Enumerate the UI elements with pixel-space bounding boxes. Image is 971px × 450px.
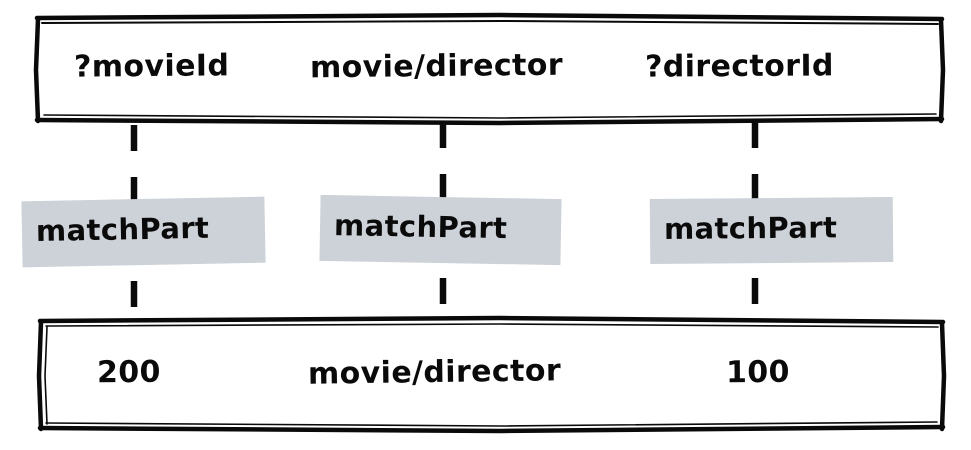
matchpart-label-subject: matchPart <box>21 196 266 268</box>
triple-pattern-box-outline <box>33 12 946 126</box>
datom-cell-value: 100 <box>725 354 790 391</box>
matchpart-label-value: matchPart <box>649 196 894 265</box>
pattern-cell-attribute: movie/director <box>309 47 564 86</box>
pattern-cell-value: ?directorId <box>644 48 834 85</box>
matchpart-label-attribute: matchPart <box>319 194 562 266</box>
datom-cell-attribute: movie/director <box>307 353 562 392</box>
datom-cell-subject: 200 <box>96 354 161 391</box>
datom-box-outline <box>36 315 947 434</box>
pattern-cell-subject: ?movieId <box>73 48 230 85</box>
